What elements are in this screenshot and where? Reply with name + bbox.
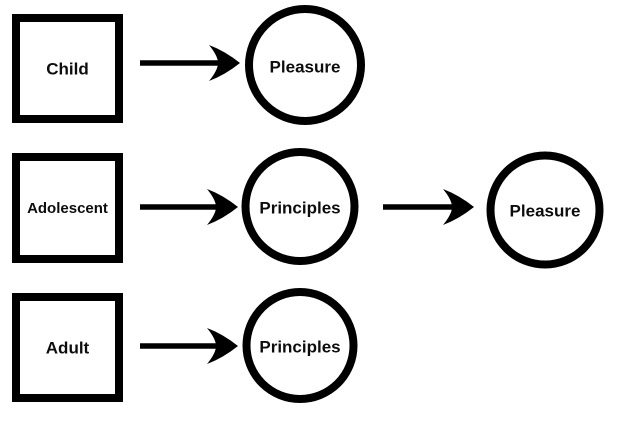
principles-circle-row2-label: Principles	[259, 199, 340, 218]
principles-circle-row3-label: Principles	[259, 338, 340, 357]
adolescent-box-label: Adolescent	[27, 200, 108, 217]
pleasure-circle-row1-label: Pleasure	[270, 58, 341, 77]
principles-circle-row3	[242, 288, 358, 403]
principles-circle-row2	[241, 148, 359, 265]
pleasure-circle-row1	[245, 5, 365, 125]
child-box	[12, 14, 123, 123]
arrow-adolescent-to-principles	[140, 189, 238, 225]
pleasure-circle-row2	[486, 151, 604, 269]
adult-box	[12, 293, 123, 402]
row-child: Child Pleasure	[12, 5, 365, 125]
arrow-principles-to-pleasure	[383, 189, 474, 225]
adult-box-label: Adult	[46, 339, 90, 358]
arrow-adult-to-principles	[140, 328, 238, 364]
child-box-label: Child	[46, 60, 89, 79]
adolescent-box	[12, 153, 123, 263]
pleasure-circle-row2-label: Pleasure	[510, 202, 581, 221]
row-adolescent: Adolescent Principles Pleasure	[12, 148, 604, 269]
arrow-child-to-pleasure	[140, 45, 240, 81]
row-adult: Adult Principles	[12, 288, 358, 403]
